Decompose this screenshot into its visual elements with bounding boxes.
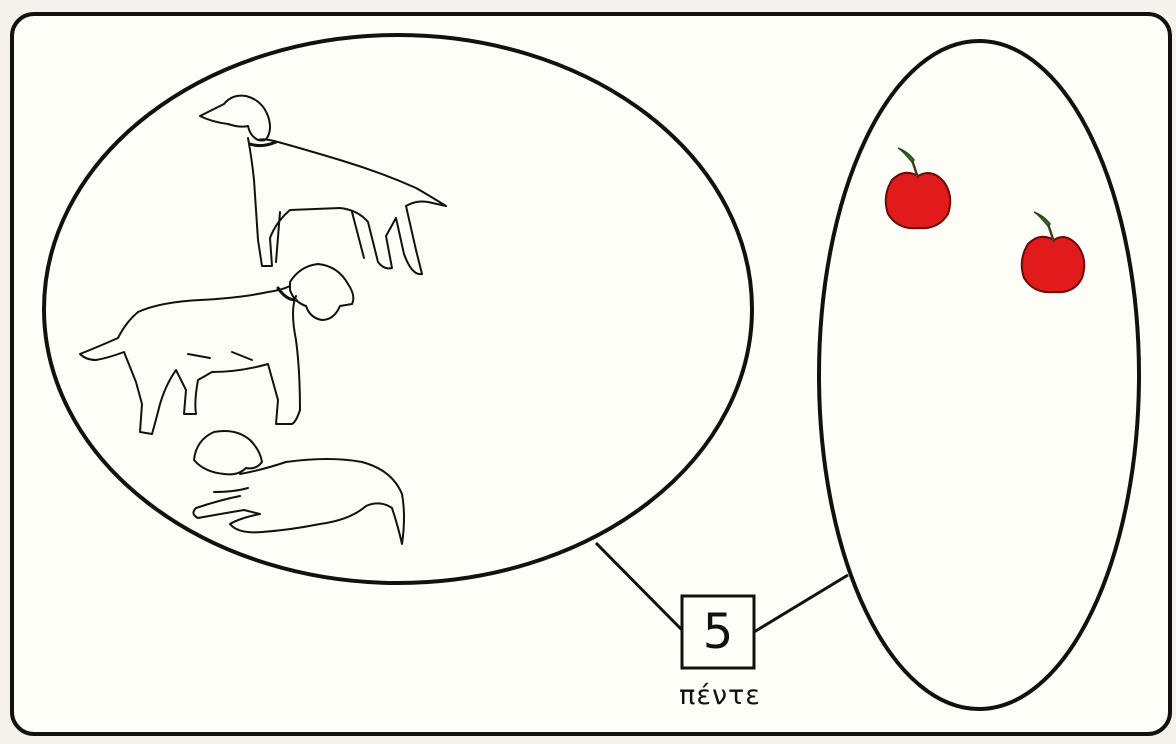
connector-line-right xyxy=(753,573,849,634)
right-set-oval xyxy=(817,39,1141,711)
left-set-oval xyxy=(42,33,754,585)
number-word: πέντε xyxy=(679,680,761,711)
number-label: 5 xyxy=(702,604,734,660)
number-box xyxy=(680,594,756,670)
apple-icon xyxy=(884,147,952,230)
connector-line-left xyxy=(594,541,684,632)
dog-icon xyxy=(199,94,447,276)
dog-icon xyxy=(79,263,355,435)
apple-icon xyxy=(1020,211,1086,294)
dog-icon xyxy=(192,430,405,545)
